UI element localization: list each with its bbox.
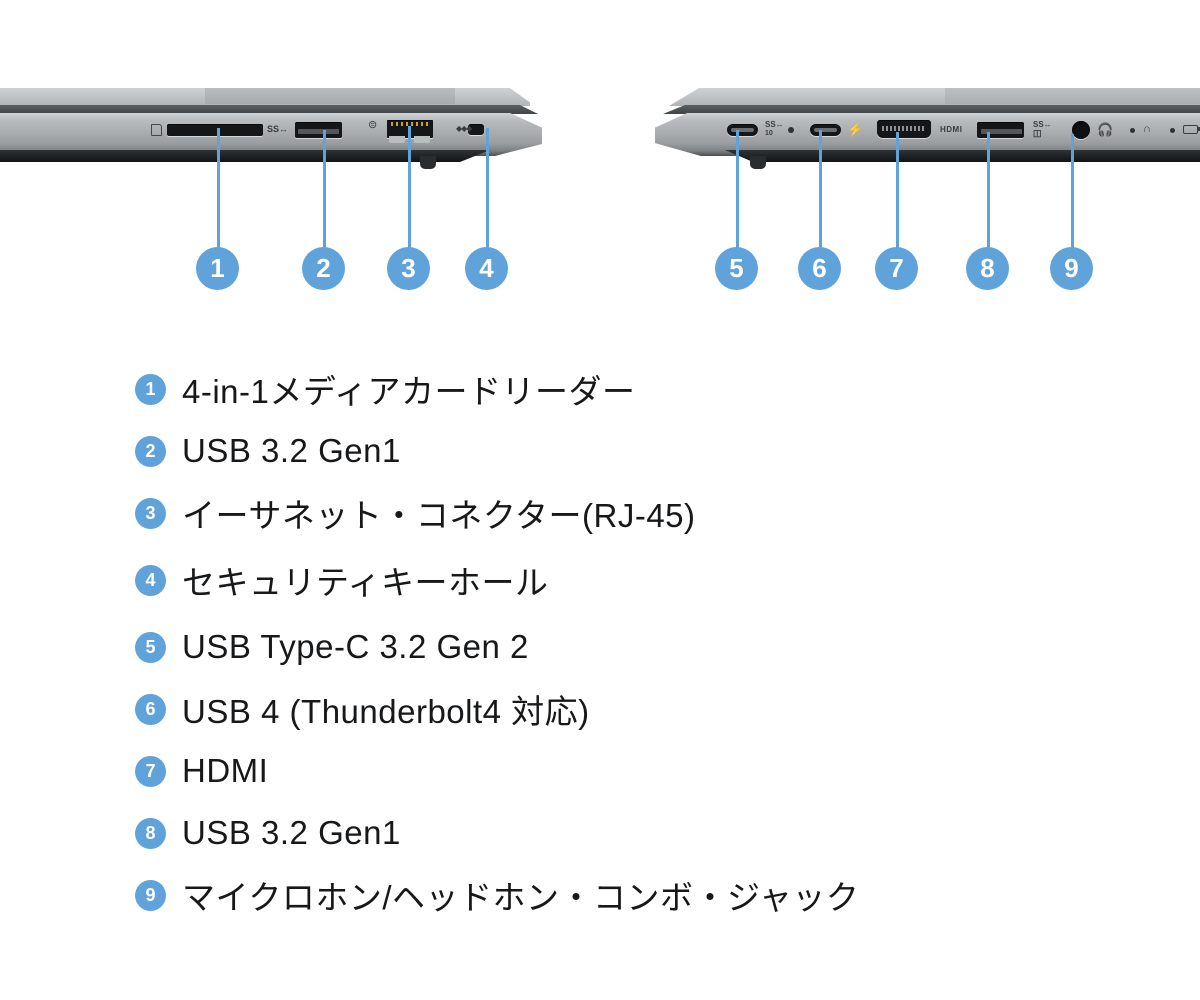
leader-line-8 [987,132,990,250]
right-laptop-lid-gap [663,105,1200,114]
battery-led-dot [1170,128,1175,133]
usb-ss10-icon: SS↔10 [765,120,784,138]
legend-label-2: USB 3.2 Gen1 [182,432,401,469]
legend-label-1: 4-in-1メディアカードリーダー [182,373,636,410]
legend-badge-3: 3 [135,497,166,529]
callout-badge-4[interactable]: 4 [465,247,508,290]
legend-label-9: マイクロホン/ヘッドホン・コンボ・ジャック [182,879,860,916]
legend-label-4: セキュリティキーホール [182,564,549,601]
legend-label-8: USB 3.2 Gen1 [182,814,401,851]
right-laptop-foot [750,156,766,169]
left-laptop-base [0,113,542,156]
callout-badge-7[interactable]: 7 [875,247,918,290]
callout-badge-5[interactable]: 5 [715,247,758,290]
left-laptop-lid-accent [205,88,455,104]
left-laptop-lid-gap [0,105,538,114]
left-laptop-bottom-edge [0,150,490,162]
thunderbolt-icon: ⚡ [847,122,864,137]
right-laptop-bottom-edge [725,150,1200,162]
left-laptop-side-view: SS↔ ⊜ ◆◆◆ [0,70,550,180]
callout-badge-9[interactable]: 9 [1050,247,1093,290]
usb-a-charging-port-tongue [981,129,1022,134]
leader-line-9 [1071,134,1074,250]
security-keyhole-slot [468,124,484,135]
legend-label-5: USB Type-C 3.2 Gen 2 [182,628,529,665]
callout-badge-1[interactable]: 1 [196,247,239,290]
leader-line-2 [323,130,326,250]
media-card-reader-slot [167,124,263,136]
headphone-icon: 🎧 [1097,122,1114,137]
legend-item-8: 8 USB 3.2 Gen1 [135,802,1135,864]
ethernet-port-pins [391,122,429,126]
port-legend-list: 1 4-in-1メディアカードリーダー 2 USB 3.2 Gen1 3 イーサ… [135,358,1135,926]
leader-line-1 [217,128,220,250]
legend-item-3: 3 イーサネット・コネクター(RJ-45) [135,482,1135,544]
legend-item-1: 1 4-in-1メディアカードリーダー [135,358,1135,420]
leader-line-5 [736,130,739,250]
legend-item-9: 9 マイクロホン/ヘッドホン・コンボ・ジャック [135,864,1135,926]
legend-badge-9: 9 [135,879,166,911]
legend-badge-5: 5 [135,631,166,663]
legend-badge-2: 2 [135,435,166,467]
legend-badge-6: 6 [135,693,166,725]
device-photo-area: SS↔ ⊜ ◆◆◆ [0,0,1200,320]
hdmi-label: HDMI [940,125,963,134]
usb-c-led-dot [788,127,794,133]
legend-label-6: USB 4 (Thunderbolt4 対応) [182,693,590,730]
legend-badge-8: 8 [135,817,166,849]
usb-ss-battery-icon: SS↔◫ [1033,120,1052,138]
led-indicator-icon: ∩ [1143,123,1151,135]
right-laptop-side-view: SS↔10 ⚡ HDMI SS↔◫ 🎧 ∩ [655,70,1200,180]
callout-badge-3[interactable]: 3 [387,247,430,290]
callout-badge-8[interactable]: 8 [966,247,1009,290]
usb4-port-tongue [814,128,837,132]
legend-item-7: 7 HDMI [135,740,1135,802]
legend-item-2: 2 USB 3.2 Gen1 [135,420,1135,482]
sd-card-icon [151,124,162,136]
callout-badge-2[interactable]: 2 [302,247,345,290]
battery-indicator-tip [1198,127,1200,131]
leader-line-3 [408,126,411,250]
audio-combo-jack [1072,121,1090,139]
usb-ss-icon-left: SS↔ [267,124,289,134]
power-led-dot [1130,128,1135,133]
legend-label-3: イーサネット・コネクター(RJ-45) [182,497,696,534]
legend-item-5: 5 USB Type-C 3.2 Gen 2 [135,616,1135,678]
leader-line-4 [486,128,489,250]
legend-item-4: 4 セキュリティキーホール [135,544,1135,616]
callout-badge-6[interactable]: 6 [798,247,841,290]
ethernet-icon: ⊜ [368,119,378,131]
ethernet-port-latch-right [414,136,430,143]
legend-badge-7: 7 [135,755,166,787]
leader-line-6 [819,130,822,250]
lock-slot-icon: ◆◆◆ [456,124,473,133]
legend-badge-4: 4 [135,564,166,596]
legend-item-6: 6 USB 4 (Thunderbolt4 対応) [135,678,1135,740]
battery-indicator-icon [1183,125,1198,134]
ethernet-port-latch-left [389,136,405,143]
usb-a-port-left-tongue [298,129,339,134]
usb-c-port-tongue [731,128,754,132]
hdmi-port-tongue [882,126,926,131]
legend-label-7: HDMI [182,752,269,789]
legend-badge-1: 1 [135,373,166,405]
left-laptop-foot [420,156,436,169]
leader-line-7 [896,132,899,250]
right-laptop-lid-accent [945,88,1200,104]
